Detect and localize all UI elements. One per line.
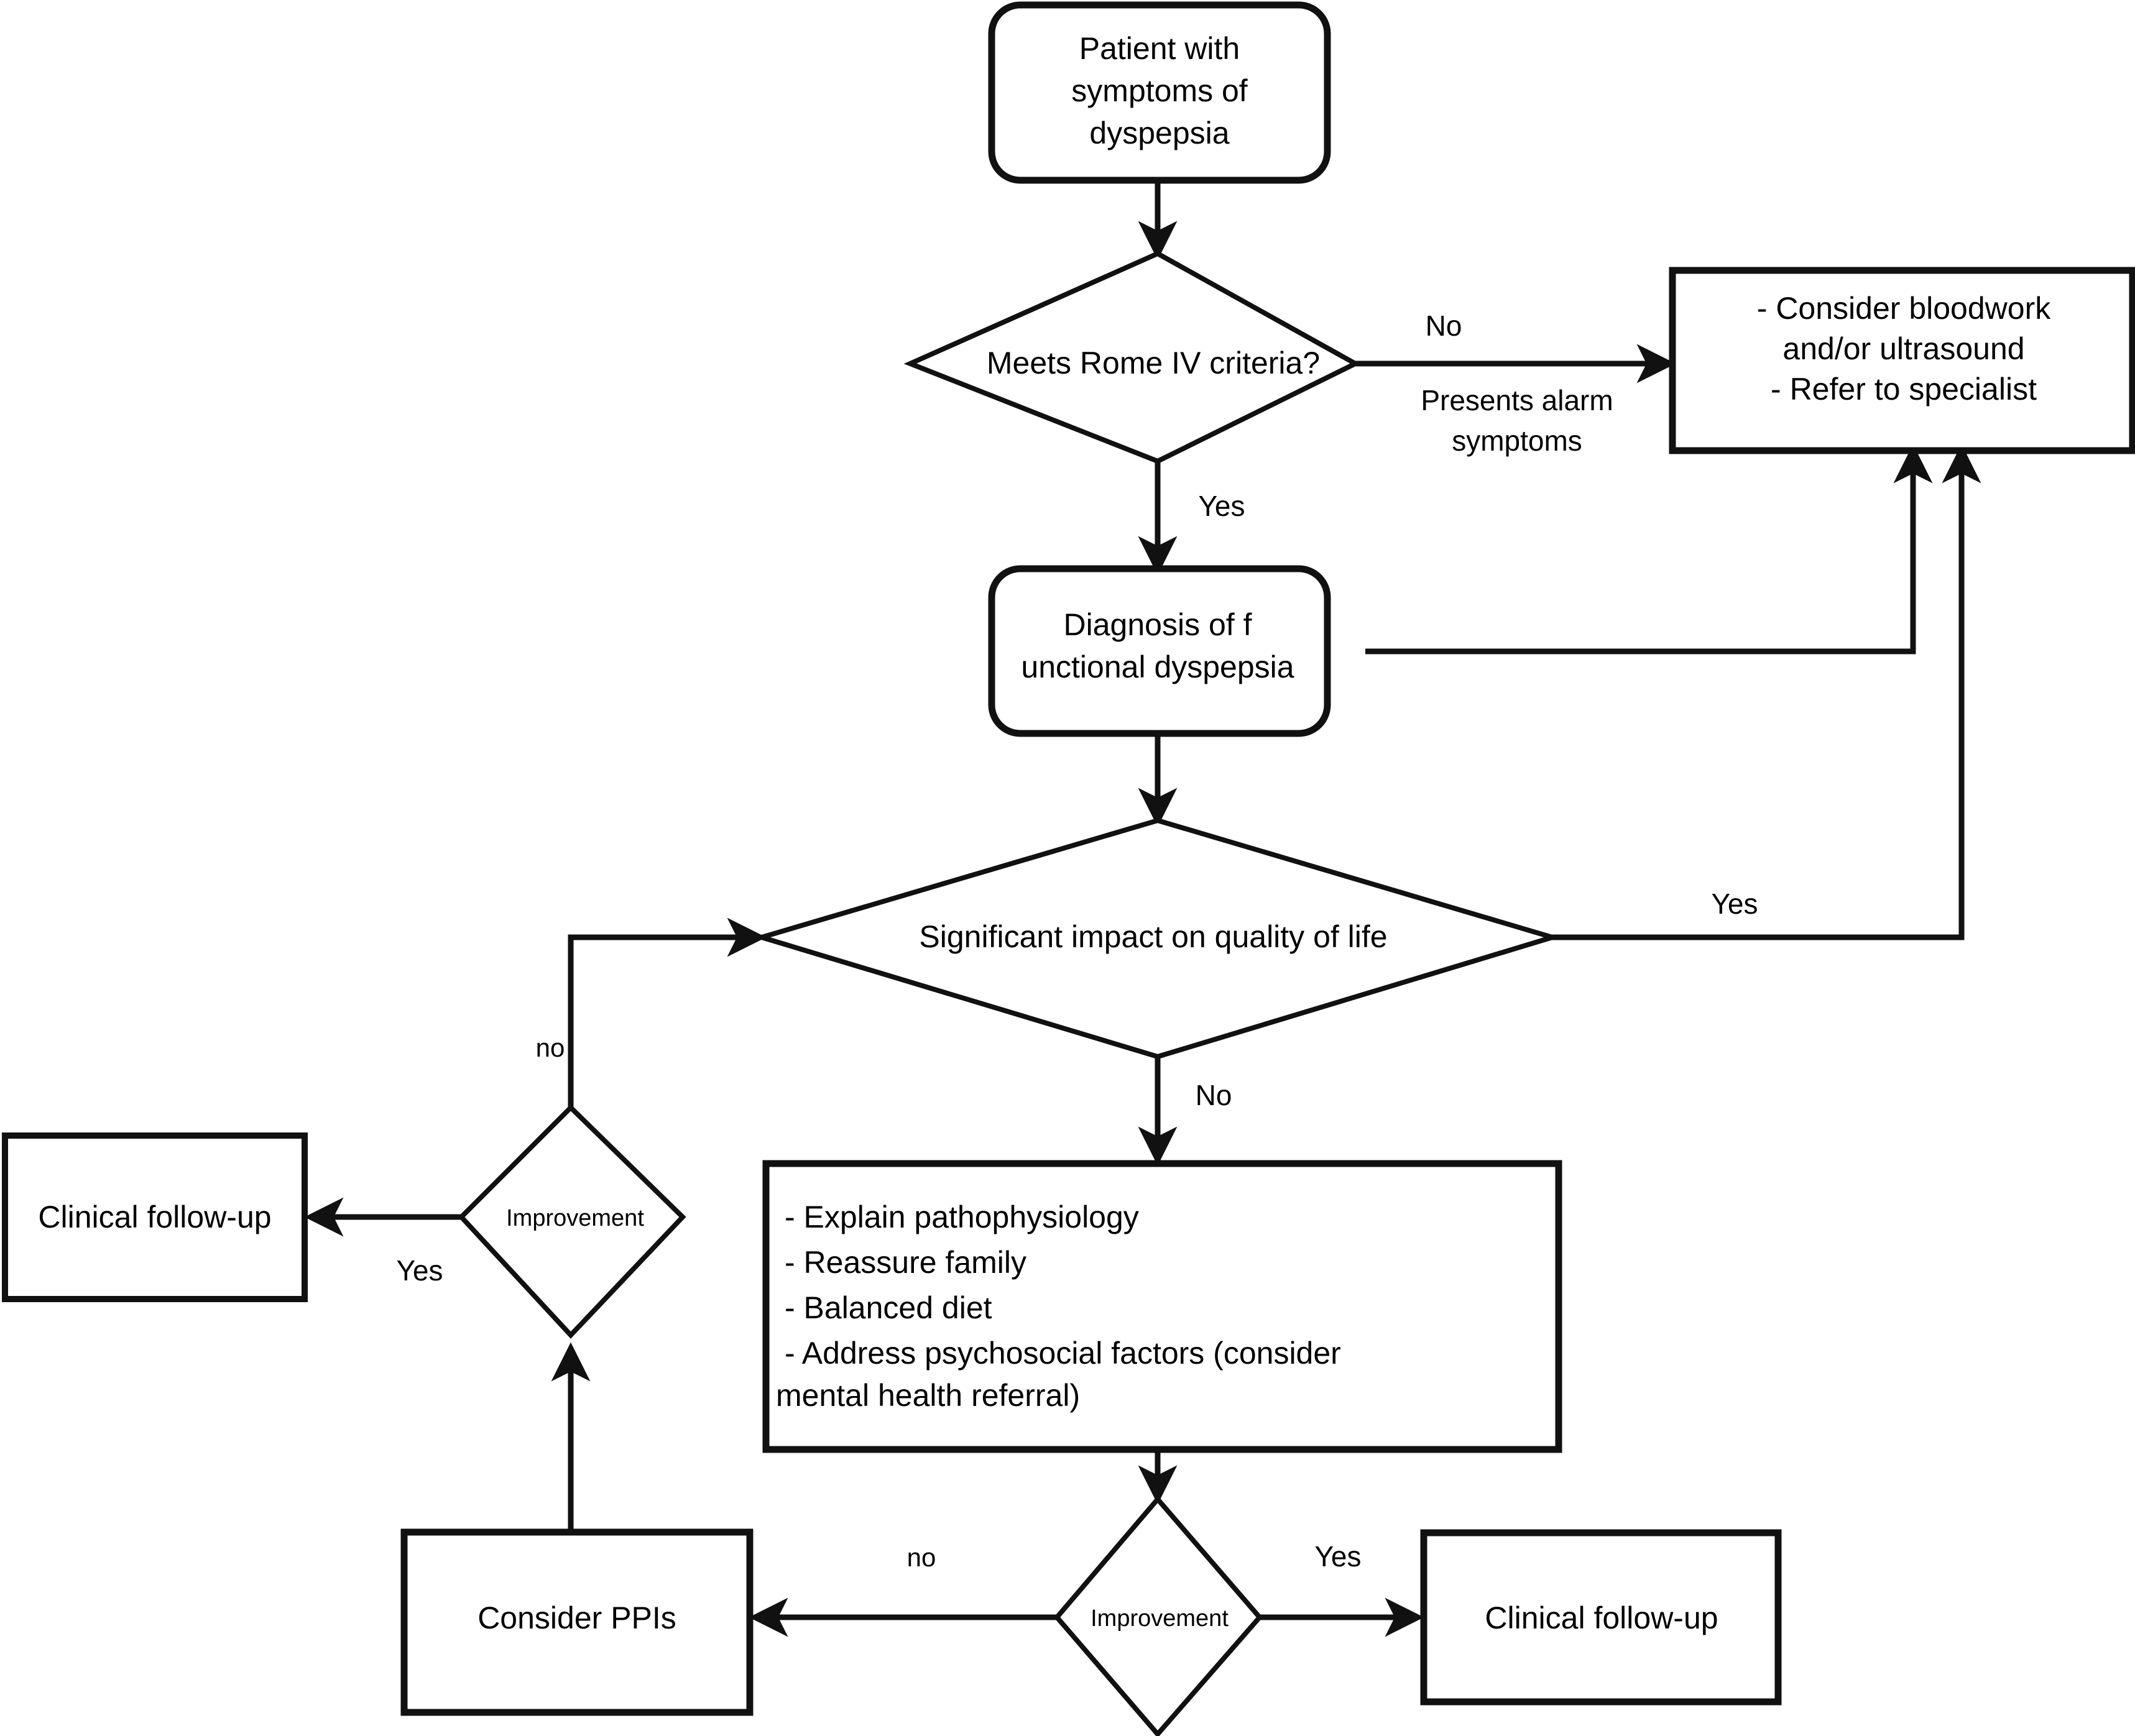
edge-label-improvement-lower-yes: Yes [1314,1540,1361,1573]
edge-label-rome-no: No [1426,310,1462,342]
node-management-line-1: - Explain pathophysiology [785,1200,1139,1234]
edge-diagnosis-to-workup [1365,444,1933,654]
node-rome-decision[interactable]: Meets Rome IV criteria? [903,250,1361,464]
node-followup-left-label: Clinical follow-up [38,1200,271,1234]
edge-improvement-upper-no-to-qol [568,917,767,1108]
node-management[interactable]: - Explain pathophysiology - Reassure fam… [762,1160,1562,1453]
node-management-line-4: - Address psychosocial factors (consider [785,1336,1341,1371]
node-ppi[interactable]: Consider PPIs [400,1528,754,1716]
node-workup-line-2: and/or ultrasound [1782,331,2024,366]
node-ppi-label: Consider PPIs [477,1601,676,1635]
node-diagnosis-line-1: Diagnosis of f [1064,607,1252,642]
node-management-line-2: - Reassure family [785,1245,1026,1280]
node-management-line-5: mental health referral) [776,1378,1080,1413]
edge-label-improvement-lower-no: no [907,1543,936,1572]
edge-label-rome-alarm-line1: Presents alarm [1421,384,1613,416]
edge-label-improvement-upper-no: no [536,1033,565,1062]
edge-label-rome-alarm-line2: symptoms [1452,425,1582,457]
node-improvement-upper[interactable]: Improvement [458,1104,686,1339]
node-rome-decision-label: Meets Rome IV criteria? [987,346,1320,380]
node-qol-decision-label: Significant impact on quality of life [919,919,1387,954]
node-start-line-2: symptoms of [1071,73,1248,108]
node-diagnosis-line-2: unctional dyspepsia [1021,650,1294,684]
edge-label-improvement-upper-yes: Yes [396,1254,443,1287]
node-improvement-upper-label: Improvement [506,1205,644,1231]
node-start-line-1: Patient with [1079,31,1240,66]
node-improvement-lower-label: Improvement [1091,1605,1229,1632]
node-workup-line-1: - Consider bloodwork [1757,291,2051,326]
node-workup[interactable]: - Consider bloodwork and/or ultrasound -… [1669,267,2135,454]
edge-label-qol-yes: Yes [1711,888,1758,920]
node-start-line-3: dyspepsia [1089,116,1229,150]
node-improvement-lower[interactable]: Improvement [1053,1495,1263,1736]
node-management-line-3: - Balanced diet [785,1290,992,1325]
edge-label-qol-no: No [1196,1079,1232,1111]
node-followup-right[interactable]: Clinical follow-up [1420,1529,1782,1706]
node-start[interactable]: Patient with symptoms of dyspepsia [988,1,1331,184]
edge-label-rome-yes: Yes [1198,490,1245,522]
node-workup-line-3: - Refer to specialist [1771,372,2037,406]
node-diagnosis[interactable]: Diagnosis of f unctional dyspepsia [988,565,1331,737]
edge-qol-yes-to-workup [1552,444,1981,940]
node-followup-left[interactable]: Clinical follow-up [2,1132,308,1302]
node-qol-decision[interactable]: Significant impact on quality of life [753,817,1561,1060]
node-followup-right-label: Clinical follow-up [1485,1601,1718,1635]
